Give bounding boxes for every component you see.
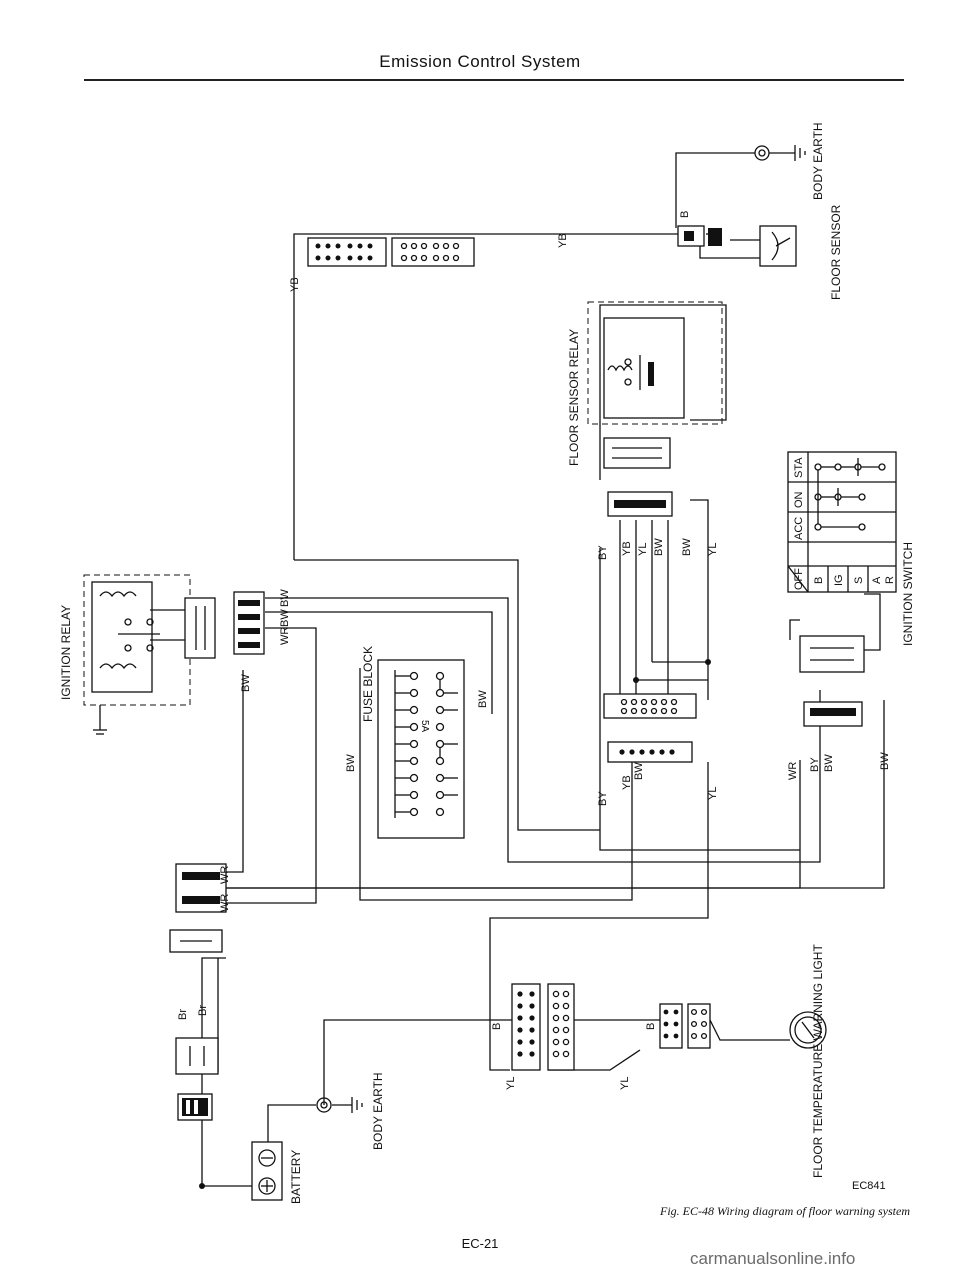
wire-label-b-bottom: B bbox=[491, 1023, 503, 1030]
bottom-harness-connectors bbox=[511, 983, 711, 1071]
floor-sensor-relay-label: FLOOR SENSOR RELAY bbox=[567, 329, 581, 466]
wire-label-wr-left: WR bbox=[219, 894, 231, 912]
figure-code: EC841 bbox=[852, 1180, 886, 1192]
wire-label-bw-4: BW bbox=[633, 762, 645, 780]
wire-label-wr-relay: WR bbox=[279, 627, 291, 645]
wire-label-bw-relay-3: BW bbox=[279, 589, 291, 607]
wire-label-yl-bottom-2: YL bbox=[619, 1077, 631, 1090]
floor-sensor-relay bbox=[587, 301, 723, 469]
wire-label-by: BY bbox=[597, 545, 609, 560]
warning-light-label: FLOOR TEMPERATURE WARNING LIGHT bbox=[811, 944, 825, 1178]
ignition-relay-harness-connector bbox=[233, 591, 265, 655]
wire-label-yl-4: YL bbox=[707, 787, 719, 800]
wire-label-yb-1: YB bbox=[557, 233, 569, 248]
floor-sensor-relay-connectors bbox=[603, 491, 697, 763]
page-title: Emission Control System bbox=[379, 52, 581, 71]
ign-row-r: R bbox=[884, 576, 896, 584]
wire-label-bw-3: BW bbox=[681, 538, 693, 556]
left-harness-connectors bbox=[169, 863, 227, 1121]
wire-label-by-ign: BY bbox=[809, 757, 821, 772]
battery-label: BATTERY bbox=[289, 1150, 303, 1204]
wire-label-br: Br bbox=[177, 1009, 189, 1020]
ignition-switch-label: IGNITION SWITCH bbox=[901, 542, 915, 646]
ign-col-acc: ACC bbox=[793, 517, 805, 540]
wire-label-yl-bottom: YL bbox=[505, 1077, 517, 1090]
wire-label-yl-2: YL bbox=[637, 543, 649, 556]
wire-label-wr-ign: WR bbox=[787, 762, 799, 780]
wire-label-bw-fuse: BW bbox=[345, 754, 357, 772]
wire-label-bw-relay-2: BW bbox=[279, 609, 291, 627]
wire-label-b-bottom-2: B bbox=[645, 1023, 657, 1030]
ign-col-off: OFF bbox=[793, 568, 805, 590]
fuse-block bbox=[377, 659, 465, 839]
fuse-block-label: FUSE BLOCK bbox=[361, 646, 375, 722]
wire-label-wr-left-2: WR bbox=[219, 866, 231, 884]
battery bbox=[251, 1097, 332, 1201]
wire-label-bw-ign: BW bbox=[823, 754, 835, 772]
ign-row-b: B bbox=[813, 577, 825, 584]
ign-row-a: A bbox=[871, 576, 883, 584]
wire-label-bw-ign-2: BW bbox=[879, 752, 891, 770]
wire-label-bw-relay: BW bbox=[240, 674, 252, 692]
ign-col-on: ON bbox=[793, 491, 805, 508]
ignition-switch bbox=[787, 451, 897, 727]
wire-label-yb-relay: YB bbox=[289, 277, 301, 292]
wire-label-yb-2: YB bbox=[621, 541, 633, 556]
header-rule bbox=[84, 79, 904, 81]
ign-row-ig: IG bbox=[833, 574, 845, 586]
wire-label-br-2: Br bbox=[197, 1005, 209, 1016]
page-number: EC-21 bbox=[461, 1236, 499, 1251]
wire-label-yl-3: YL bbox=[707, 543, 719, 556]
ignition-relay bbox=[83, 574, 216, 735]
fuse-rating-label: 5A bbox=[419, 720, 430, 733]
top-harness-connectors bbox=[307, 237, 475, 267]
wire-label-b-top: B bbox=[679, 211, 691, 218]
wire-network bbox=[199, 145, 885, 1189]
floor-sensor-label: FLOOR SENSOR bbox=[829, 204, 843, 300]
wire-label-bw-fuse-2: BW bbox=[477, 690, 489, 708]
ign-col-sta: STA bbox=[793, 457, 805, 478]
wire-label-yb-3: YB bbox=[621, 775, 633, 790]
ignition-relay-label: IGNITION RELAY bbox=[59, 605, 73, 700]
watermark: carmanualsonline.info bbox=[690, 1249, 856, 1268]
floor-sensor bbox=[677, 145, 797, 267]
wire-label-by-2: BY bbox=[597, 791, 609, 806]
floor-temperature-warning-light bbox=[789, 1011, 827, 1049]
ign-row-s: S bbox=[853, 577, 865, 584]
body-earth-label-top: BODY EARTH bbox=[811, 122, 825, 200]
figure-caption: Fig. EC-48 Wiring diagram of floor warni… bbox=[659, 1204, 910, 1218]
wire-label-bw-2: BW bbox=[653, 538, 665, 556]
body-earth-label-bottom: BODY EARTH bbox=[371, 1072, 385, 1150]
